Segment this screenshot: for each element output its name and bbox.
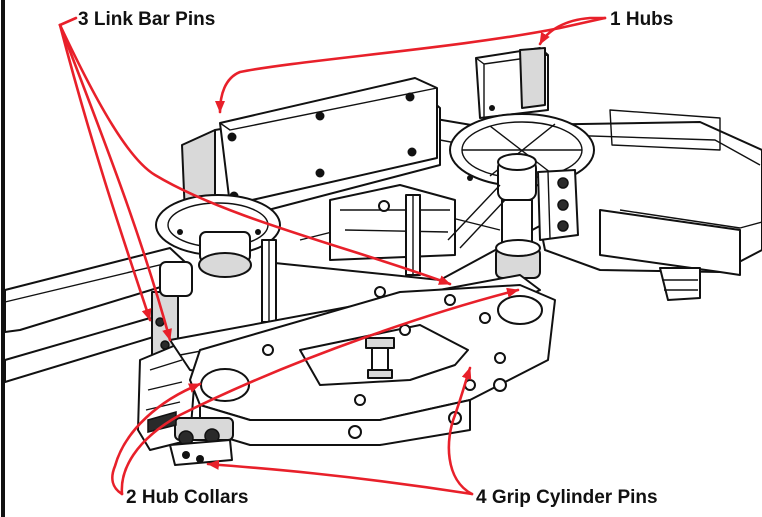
- hubs-leader-left: [215, 16, 607, 114]
- label-hubs: 1 Hubs: [610, 9, 673, 30]
- callout-labels: 3 Link Bar Pins 1 Hubs 2 Hub Collars 4 G…: [78, 9, 673, 508]
- grip-cylinder-pins-leader-1: [206, 459, 474, 496]
- label-hub-collars: 2 Hub Collars: [126, 487, 248, 508]
- right-cylinder: [447, 153, 541, 279]
- hubs-leader-right: [538, 16, 607, 46]
- left-grip-end: [147, 411, 234, 466]
- right-hub-housing: [475, 47, 549, 119]
- hub-collars-leader-2: [120, 287, 520, 496]
- link-rods: [261, 194, 421, 323]
- link-bar-pins-leader-1: [58, 16, 172, 342]
- hub-collars-leader-1: [111, 382, 202, 496]
- top-plate: [219, 77, 438, 206]
- machine-drawing: [4, 47, 762, 466]
- leader-lines: [58, 16, 607, 496]
- right-side-bracket: [537, 169, 579, 241]
- grip-cylinder-pins-leader-2: [447, 366, 474, 496]
- label-grip-cylinder-pins: 4 Grip Cylinder Pins: [476, 487, 658, 508]
- link-bar-pins-leader-2: [58, 23, 452, 286]
- center-bolt-stack: [365, 337, 395, 379]
- link-bar-pins-leader-3: [58, 23, 152, 322]
- label-link-bar-pins: 3 Link Bar Pins: [78, 9, 215, 30]
